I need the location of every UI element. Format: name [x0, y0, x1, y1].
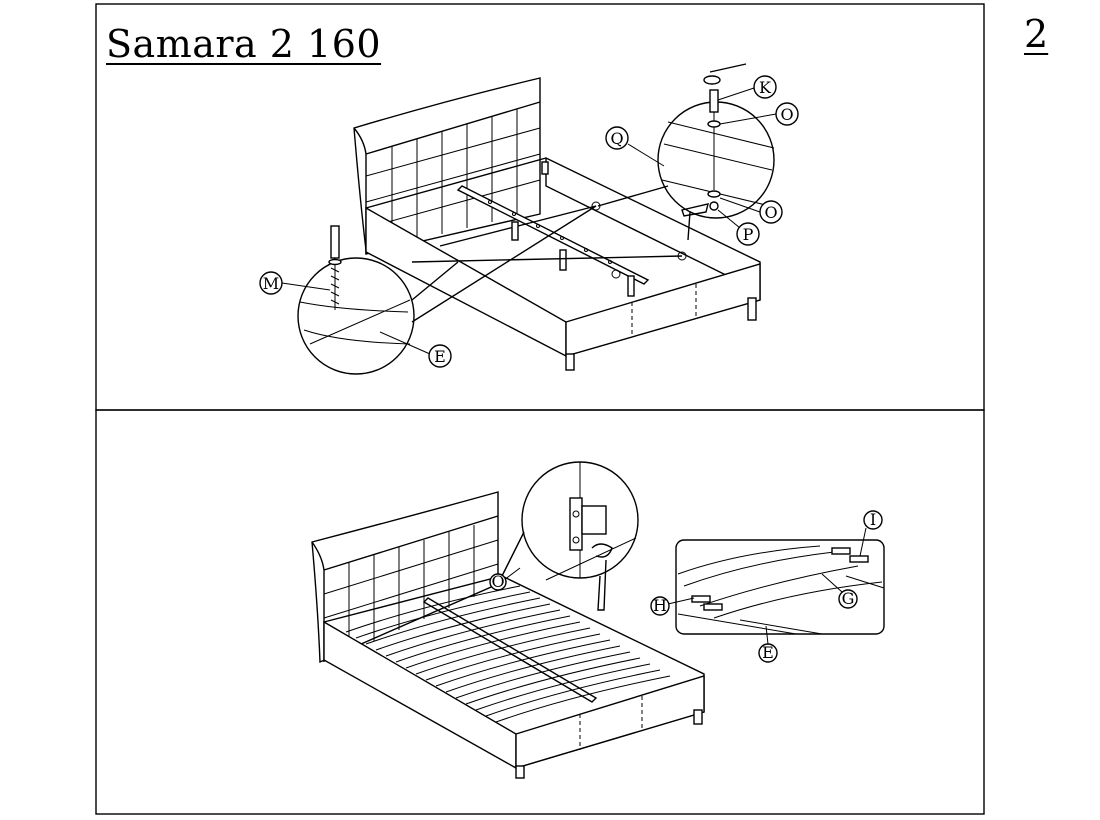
callout-g: G	[821, 573, 858, 609]
callout-m: M	[259, 271, 331, 295]
bottom-slat-zoom-detail	[675, 539, 885, 635]
page-title: Samara 2 160	[106, 22, 382, 66]
bottom-panel-frame	[95, 409, 985, 815]
bottom-bed-frame	[311, 491, 705, 779]
callout-e-bottom: E	[758, 625, 778, 663]
svg-text:G: G	[842, 589, 855, 608]
bottom-bracket-zoom-detail	[501, 461, 639, 611]
top-left-zoom-detail	[297, 205, 597, 375]
top-right-zoom-detail	[597, 63, 775, 241]
svg-text:O: O	[491, 572, 504, 591]
svg-text:O: O	[780, 105, 793, 124]
svg-text:E: E	[762, 643, 774, 662]
callout-e-top: E	[379, 331, 452, 368]
svg-text:H: H	[653, 596, 667, 615]
callout-o-bottom: O	[719, 197, 783, 224]
svg-text:P: P	[743, 225, 754, 244]
svg-text:Q: Q	[610, 129, 623, 148]
callout-o-top: O	[719, 102, 799, 126]
callout-k: K	[717, 75, 777, 101]
svg-text:O: O	[764, 203, 777, 222]
top-bed-frame	[353, 77, 761, 371]
svg-text:M: M	[263, 274, 279, 293]
callout-i: I	[859, 510, 883, 557]
callout-h: H	[650, 596, 695, 616]
svg-text:K: K	[759, 78, 772, 97]
page-number: 2	[1024, 12, 1049, 56]
svg-text:E: E	[434, 347, 446, 366]
callout-q: Q	[605, 126, 665, 167]
callout-p: P	[717, 209, 760, 246]
callout-o-bottom-panel: O	[489, 567, 521, 591]
svg-text:I: I	[870, 510, 876, 529]
